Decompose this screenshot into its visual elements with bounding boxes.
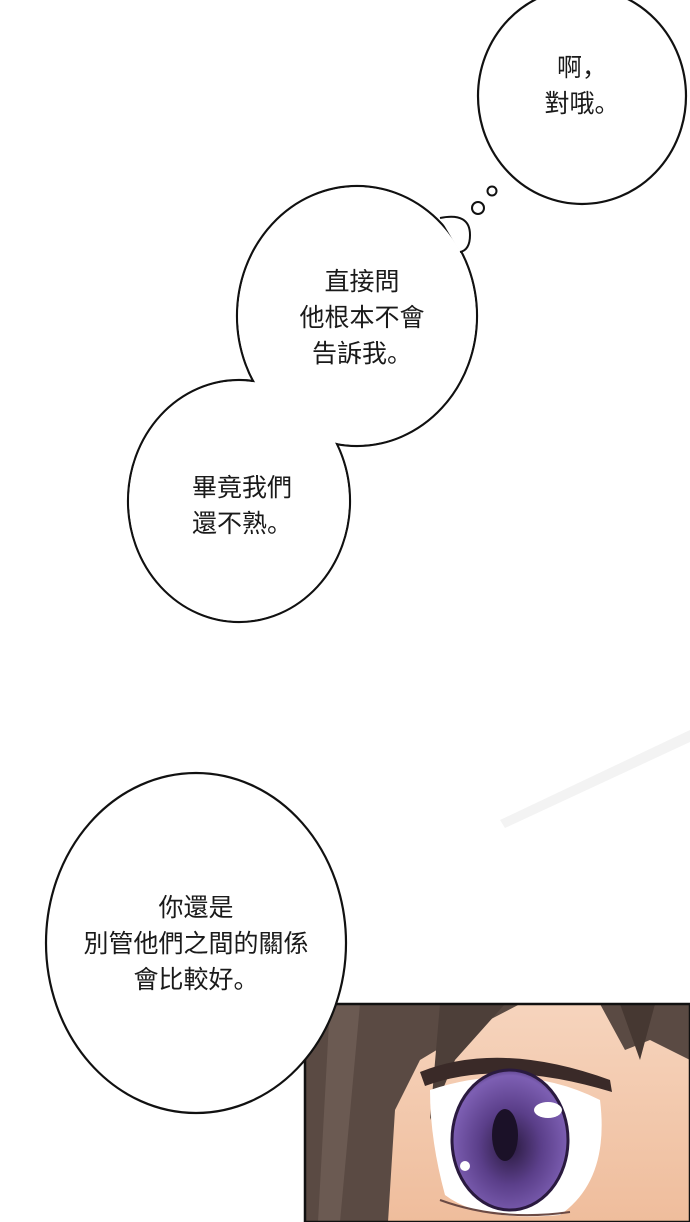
speech-bubble-bottom-left [44,771,348,1115]
bubble-line: 還不熟。 [191,509,292,538]
bubble-text-top-right: 啊， 對哦。 [522,50,642,122]
character-closeup-panel [303,1002,690,1222]
lower-lash [439,1199,571,1217]
bubble-text-bottom-left: 你還是 別管他們之間的關係 會比較好。 [56,890,336,998]
bubble-line: 你還是 [158,893,234,922]
eye-highlight-large [534,1102,562,1118]
bubble-line: 別管他們之間的關係 [83,929,309,958]
bubble-line: 啊， [556,53,607,82]
speech-bubble-top-right [476,0,688,206]
bubble-line: 對哦。 [544,89,620,118]
bubble-line: 他根本不會 [299,303,425,332]
eye-highlight-small [460,1161,470,1171]
hair-strand-4 [318,1004,360,1222]
thought-dot-medium [471,201,485,215]
bubble-line: 畢竟我們 [191,473,292,502]
bubble-line: 會比較好。 [133,965,259,994]
bubble-text-thought-lower: 畢竟我們 還不熟。 [172,470,312,542]
hair-strand-1 [430,1004,505,1120]
thought-bubble-group [126,184,479,624]
hair-left [305,1004,520,1222]
bubble-line: 直接問 [324,267,400,296]
hair-strand-3 [620,1004,655,1060]
thought-dot-small [486,185,498,197]
background-streak [500,730,690,828]
upper-eyelash [420,1057,612,1092]
bubble-line: 告訴我。 [311,339,412,368]
thought-bubble-bump [439,215,472,253]
pupil [492,1109,518,1161]
bubble-text-thought-middle: 直接問 他根本不會 告訴我。 [272,264,452,372]
